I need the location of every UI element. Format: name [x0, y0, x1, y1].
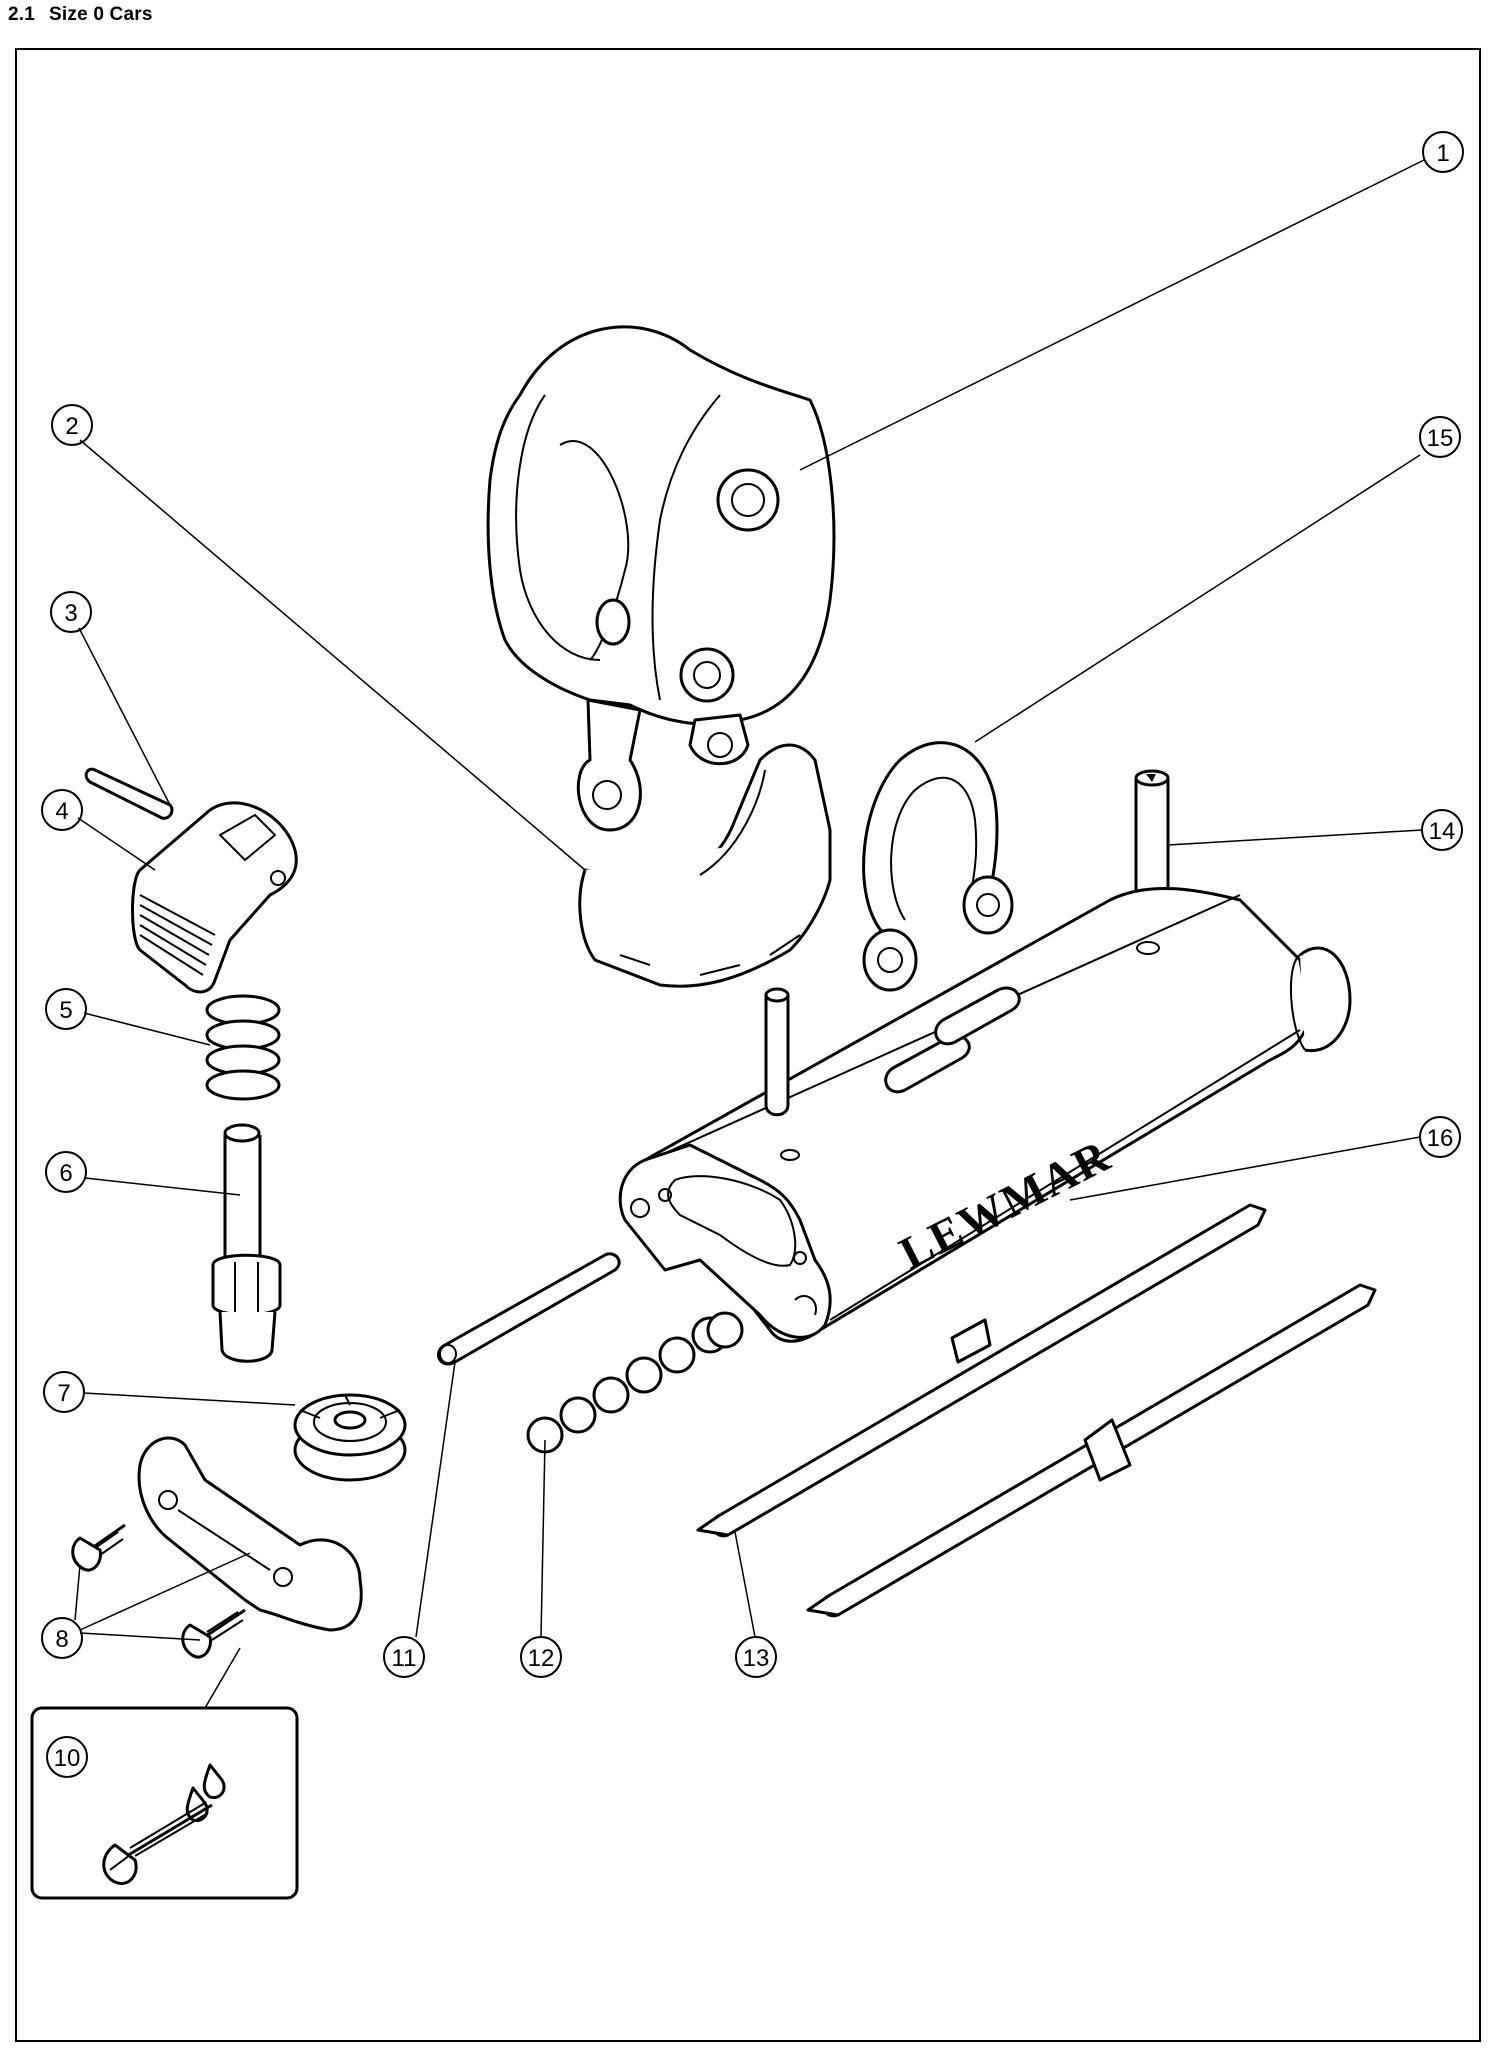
part-5-spring [205, 994, 281, 1101]
callout-3: 3 [50, 591, 92, 633]
callout-2: 2 [51, 404, 93, 446]
part-1-block [486, 325, 836, 726]
svg-text:2: 2 [65, 413, 78, 440]
part-10-inset [30, 1647, 299, 1900]
part-6-plunger [211, 1123, 282, 1363]
callout-14: 14 [1421, 809, 1463, 851]
svg-text:13: 13 [743, 1645, 770, 1672]
svg-text:10: 10 [54, 1745, 81, 1772]
page-heading: 2.1 Size 0 Cars [8, 4, 153, 26]
callout-13: 13 [735, 1636, 777, 1678]
section-title: Size 0 Cars [49, 4, 153, 25]
svg-text:12: 12 [528, 1645, 555, 1672]
part-16-car-body: LEWMAR [618, 886, 1352, 1343]
callout-7: 7 [43, 1371, 85, 1413]
callout-15: 15 [1419, 416, 1461, 458]
part-12-balls [526, 1311, 744, 1454]
svg-text:5: 5 [59, 997, 72, 1024]
part-7-bobbin [293, 1393, 407, 1482]
svg-text:8: 8 [55, 1626, 68, 1653]
svg-text:1: 1 [1436, 140, 1449, 167]
svg-text:16: 16 [1427, 1125, 1454, 1152]
part-15-d-shackle [862, 741, 1014, 992]
part-3-pin [84, 767, 174, 820]
part-11-pin [437, 1252, 621, 1366]
leader-lines [74, 159, 1425, 1641]
svg-text:14: 14 [1429, 818, 1456, 845]
part-2-swivel-base [578, 743, 832, 988]
part-13-rods [696, 1203, 1377, 1618]
part-8-screws [71, 1523, 246, 1659]
svg-text:6: 6 [59, 1160, 72, 1187]
svg-text:7: 7 [57, 1380, 70, 1407]
callout-1: 1 [1422, 131, 1464, 173]
part-4-knob [131, 801, 298, 994]
callout-12: 12 [520, 1636, 562, 1678]
part-1-shackle-arms [576, 698, 750, 832]
callout-4: 4 [41, 789, 83, 831]
diagram-frame [15, 48, 1481, 2042]
clamp-lever [137, 1436, 363, 1632]
callout-8: 8 [41, 1617, 83, 1659]
callout-10: 10 [46, 1736, 88, 1778]
svg-text:15: 15 [1427, 425, 1454, 452]
section-number: 2.1 [8, 4, 36, 25]
callout-6: 6 [45, 1151, 87, 1193]
svg-text:11: 11 [392, 1645, 417, 1672]
svg-text:4: 4 [55, 798, 68, 825]
callout-16: 16 [1419, 1116, 1461, 1158]
svg-text:3: 3 [64, 600, 77, 627]
callout-5: 5 [45, 988, 87, 1030]
callout-11: 11 [383, 1636, 425, 1678]
